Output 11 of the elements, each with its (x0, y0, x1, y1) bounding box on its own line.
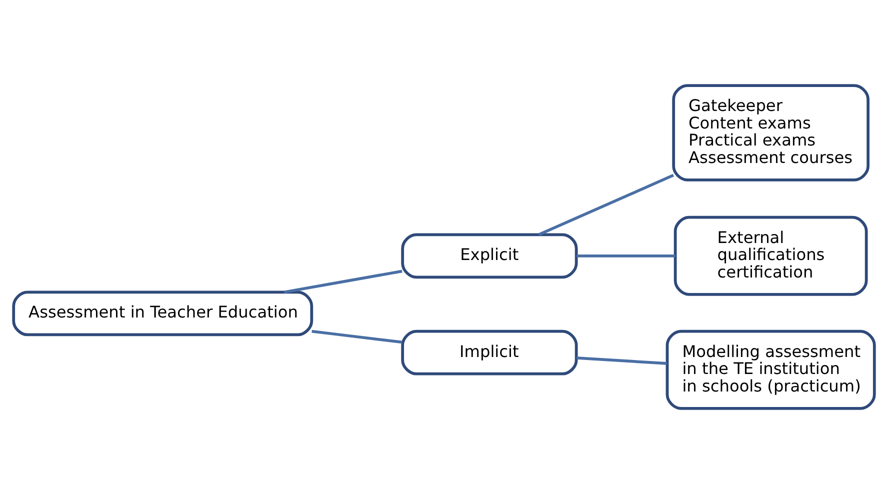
node-box: Assessment in Teacher Education (12, 290, 314, 336)
node-box: External qualifications certification (674, 215, 868, 296)
node-box: Modelling assessment in the TE institution in schools (practicum) (666, 329, 876, 410)
node-box: Gatekeeper Content exams Practical exams Assessment courses (672, 84, 870, 181)
connector (538, 173, 674, 236)
connector (284, 269, 402, 294)
connector (576, 356, 667, 364)
connector (312, 329, 402, 344)
connector (576, 254, 676, 257)
node-box: Implicit (401, 329, 578, 375)
node-box: Explicit (401, 232, 578, 278)
